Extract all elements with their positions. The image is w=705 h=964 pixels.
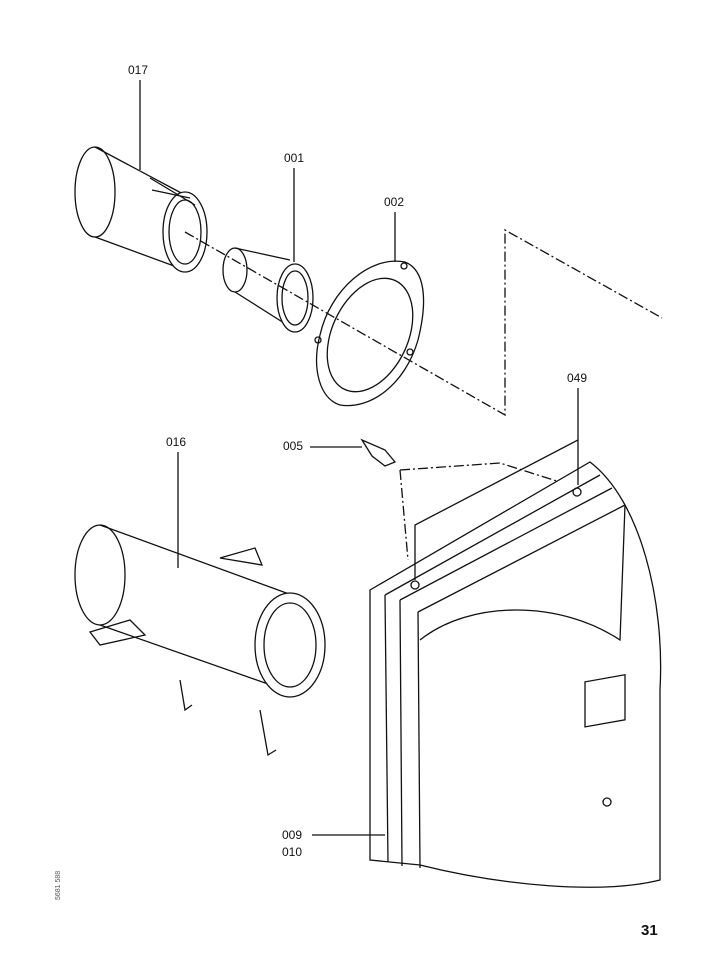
label-010: 010 (282, 845, 303, 859)
label-005: 005 (283, 439, 304, 453)
label-009: 009 (282, 828, 303, 842)
part-016-tube (74, 452, 326, 757)
part-009-010-hood (312, 388, 662, 888)
label-001: 001 (284, 151, 305, 165)
part-005-screw (310, 438, 397, 467)
label-016: 016 (166, 435, 187, 449)
assembly-axis-lines (184, 228, 663, 561)
part-001-nozzle (222, 168, 314, 333)
part-017-tube (74, 80, 208, 273)
page-number: 31 (641, 922, 658, 939)
label-002: 002 (384, 195, 405, 209)
label-049: 049 (567, 371, 588, 385)
drawing-number: 5681 588 (55, 870, 62, 900)
label-017: 017 (128, 63, 149, 77)
part-002-gasket (314, 212, 425, 407)
